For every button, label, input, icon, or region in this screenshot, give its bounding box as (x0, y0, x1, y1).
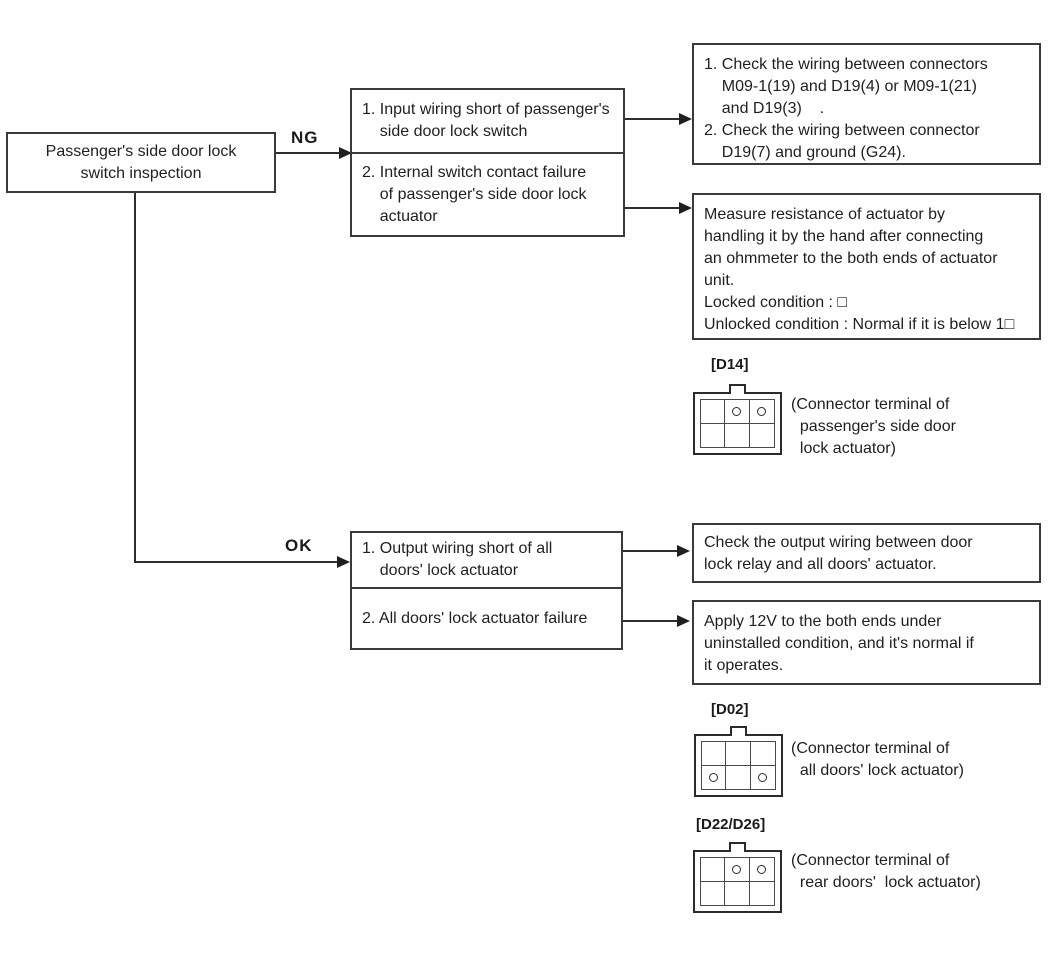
ok-action-2-box: Apply 12V to the both ends under uninsta… (692, 600, 1041, 685)
ng-action-2-box: Measure resistance of actuator by handli… (692, 193, 1041, 340)
ng-cause-1: 1. Input wiring short of passenger's sid… (352, 90, 623, 154)
connector-pin-grid (700, 399, 775, 448)
pin-circle-icon (757, 864, 767, 874)
pin-circle-icon (732, 406, 742, 416)
pin-hole (749, 858, 774, 882)
ok-causes-box: 1. Output wiring short of all doors' loc… (350, 531, 623, 650)
pin-hole (726, 765, 751, 789)
connector-tab (730, 726, 747, 736)
pin-hole (726, 742, 751, 766)
ok-branch-label: OK (285, 536, 313, 555)
connector-d02-caption: (Connector terminal of all doors' lock a… (791, 740, 964, 779)
connector-d02-drawing (694, 726, 783, 797)
ng-action2-line (625, 207, 681, 209)
ng-action-1-box: 1. Check the wiring between connectors M… (692, 43, 1041, 165)
pin-hole (725, 858, 750, 882)
pin-hole (702, 765, 727, 789)
pin-circle-icon (758, 772, 768, 782)
ok-action-1-box: Check the output wiring between door loc… (692, 523, 1041, 583)
pin-hole (751, 766, 775, 790)
ok-arrow-line (134, 561, 338, 563)
pin-hole (702, 742, 727, 766)
pin-hole (725, 881, 750, 905)
ng-arrowhead-icon (339, 147, 352, 159)
pin-hole (750, 742, 775, 766)
connector-d22-d26-label: [D22/D26] (696, 816, 766, 833)
pin-hole (725, 423, 750, 447)
connector-pin-grid (701, 741, 776, 790)
connector-d14-caption: (Connector terminal of passenger's side … (791, 396, 956, 457)
pin-hole (701, 858, 726, 882)
ok-cause-1: 1. Output wiring short of all doors' loc… (352, 533, 621, 589)
ok-action2-arrowhead-icon (677, 615, 690, 627)
ok-action2-line (623, 620, 679, 622)
ng-cause-2: 2. Internal switch contact failure of pa… (362, 163, 587, 225)
pin-circle-icon (757, 406, 767, 416)
pin-hole (701, 400, 726, 424)
main-flow-vline (134, 193, 136, 563)
pin-hole (750, 424, 774, 448)
ok-arrowhead-icon (337, 556, 350, 568)
pin-hole (750, 882, 774, 906)
ng-branch-label: NG (291, 128, 319, 147)
connector-tab (729, 384, 746, 394)
pin-circle-icon (732, 864, 742, 874)
pin-hole (701, 881, 726, 905)
connector-d22-d26-caption: (Connector terminal of rear doors' lock … (791, 852, 981, 891)
connector-d22-d26-drawing (693, 842, 782, 913)
ok-cause-2: 2. All doors' lock actuator failure (362, 609, 588, 627)
ng-action1-line (625, 118, 681, 120)
pin-circle-icon (709, 772, 719, 782)
pin-hole (725, 400, 750, 424)
ok-action1-line (623, 550, 679, 552)
connector-d14-drawing (693, 384, 782, 455)
ng-arrow-line (276, 152, 342, 154)
connector-tab (729, 842, 746, 852)
connector-d02-label: [D02] (711, 701, 749, 718)
pin-hole (701, 423, 726, 447)
pin-hole (749, 400, 774, 424)
ng-action2-arrowhead-icon (679, 202, 692, 214)
ok-action1-arrowhead-icon (677, 545, 690, 557)
ng-causes-box: 1. Input wiring short of passenger's sid… (350, 88, 625, 237)
connector-d14-label: [D14] (711, 356, 749, 373)
ng-action1-arrowhead-icon (679, 113, 692, 125)
start-box: Passenger's side door lock switch inspec… (6, 132, 276, 193)
connector-pin-grid (700, 857, 775, 906)
